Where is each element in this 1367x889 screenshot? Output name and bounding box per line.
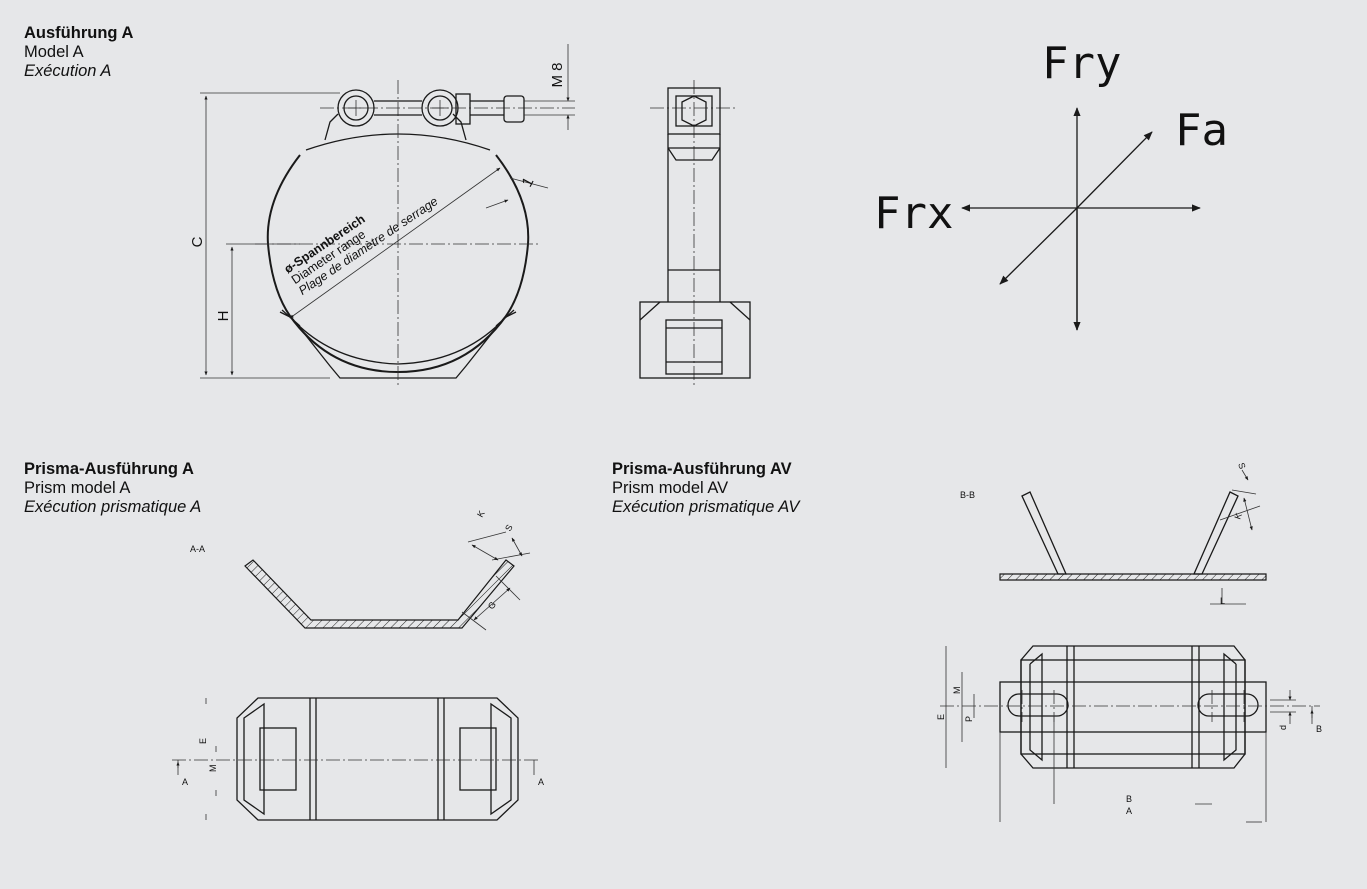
force-diagram: Fry Fa Frx	[874, 38, 1228, 331]
heading-en: Prism model A	[24, 479, 131, 497]
heading-prism-a: Prisma-Ausführung A Prism model A Exécut…	[24, 460, 201, 517]
heading-fr: Exécution prismatique A	[24, 498, 202, 516]
dim-k-label: K	[475, 509, 487, 519]
heading-prism-av: Prisma-Ausführung AV Prism model AV Exéc…	[612, 460, 799, 517]
dim-m-label: M	[208, 765, 218, 773]
bolt-label: M 8	[549, 62, 566, 87]
av-dim-b-label: B	[1126, 794, 1132, 804]
av-dim-m-label: M	[952, 687, 962, 695]
dim-h-label: H	[215, 311, 232, 322]
force-frx-label: Frx	[874, 188, 953, 239]
prism-a-plan: A A E M	[172, 697, 544, 821]
heading-de: Ausführung A	[24, 24, 134, 42]
band-thickness-label: 1	[519, 175, 538, 190]
force-fa-label: Fa	[1175, 105, 1228, 156]
section-b-b-label: B-B	[960, 490, 975, 500]
cut-a-right-label: A	[538, 777, 544, 787]
heading-de: Prisma-Ausführung A	[24, 460, 194, 478]
dim-e-label: E	[198, 738, 208, 744]
av-dim-e-label: E	[936, 714, 946, 720]
heading-fr: Exécution A	[24, 62, 112, 80]
heading-model-a: Ausführung A Model A Exécution A	[24, 24, 133, 81]
force-fry-label: Fry	[1042, 38, 1121, 89]
dim-s-label: S	[503, 523, 515, 533]
av-cut-b-label: B	[1316, 724, 1322, 734]
clamp-front-view: C H	[189, 44, 575, 385]
section-a-a-label: A-A	[190, 544, 205, 554]
prism-av-plan: E M P d B B A	[936, 645, 1322, 823]
av-dim-d-label: d	[1278, 725, 1288, 730]
av-dim-k-label: K	[1232, 512, 1243, 521]
dim-g-label: G	[486, 599, 498, 611]
heading-en: Prism model AV	[612, 479, 729, 497]
cut-a-left-label: A	[182, 777, 188, 787]
av-dim-p-label: P	[964, 716, 974, 722]
prism-a-section: A-A K S G	[190, 509, 531, 631]
heading-en: Model A	[24, 43, 84, 61]
av-dim-l-label: L	[1220, 596, 1225, 606]
clamp-side-view	[639, 80, 751, 385]
heading-de: Prisma-Ausführung AV	[612, 460, 792, 478]
prism-av-section: B-B S K L	[960, 461, 1267, 606]
av-dim-a-label: A	[1126, 806, 1132, 816]
dim-c-label: C	[189, 236, 206, 247]
av-dim-s-label: S	[1236, 461, 1247, 470]
heading-fr: Exécution prismatique AV	[612, 498, 800, 516]
